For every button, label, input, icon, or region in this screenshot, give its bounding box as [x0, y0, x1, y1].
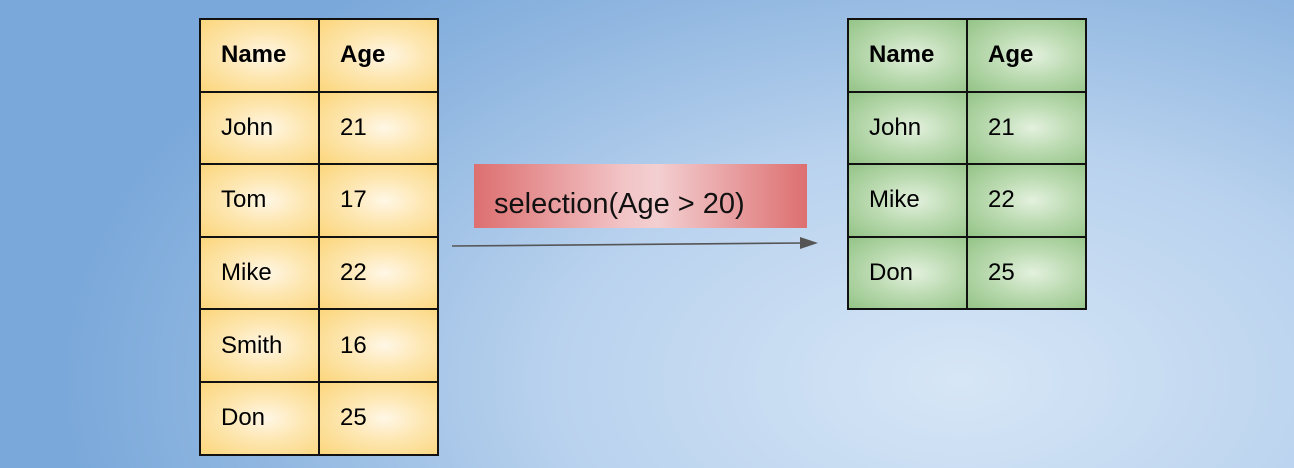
name-cell: Mike [199, 235, 320, 311]
age-cell: 17 [318, 163, 439, 238]
table-row: John 21 [199, 90, 439, 166]
age-cell: 22 [966, 163, 1087, 238]
column-header-name: Name [199, 18, 320, 93]
name-cell: Tom [199, 163, 320, 238]
source-table: Name Age John 21 Tom 17 Mike 22 Smith 16… [199, 18, 439, 456]
name-cell: John [199, 90, 320, 166]
arrow-right-icon [451, 237, 818, 249]
age-cell: 25 [966, 235, 1087, 311]
age-cell: 16 [318, 308, 439, 383]
name-cell: Mike [847, 163, 968, 238]
name-cell: Smith [199, 308, 320, 383]
result-table: Name Age John 21 Mike 22 Don 25 [847, 18, 1087, 311]
column-header-name: Name [847, 18, 968, 93]
column-header-age: Age [966, 18, 1087, 93]
name-cell: John [847, 90, 968, 166]
table-row: Tom 17 [199, 163, 439, 238]
selection-operation-label: selection(Age > 20) [474, 164, 807, 228]
name-cell: Don [199, 380, 320, 456]
age-cell: 21 [318, 90, 439, 166]
age-cell: 25 [318, 380, 439, 456]
table-row: John 21 [847, 90, 1087, 166]
table-row: Mike 22 [199, 235, 439, 311]
table-row: Smith 16 [199, 308, 439, 383]
table-row: Don 25 [847, 235, 1087, 311]
table-header-row: Name Age [847, 18, 1087, 93]
age-cell: 22 [318, 235, 439, 311]
age-cell: 21 [966, 90, 1087, 166]
table-row: Don 25 [199, 380, 439, 456]
name-cell: Don [847, 235, 968, 311]
table-row: Mike 22 [847, 163, 1087, 238]
column-header-age: Age [318, 18, 439, 93]
table-header-row: Name Age [199, 18, 439, 93]
